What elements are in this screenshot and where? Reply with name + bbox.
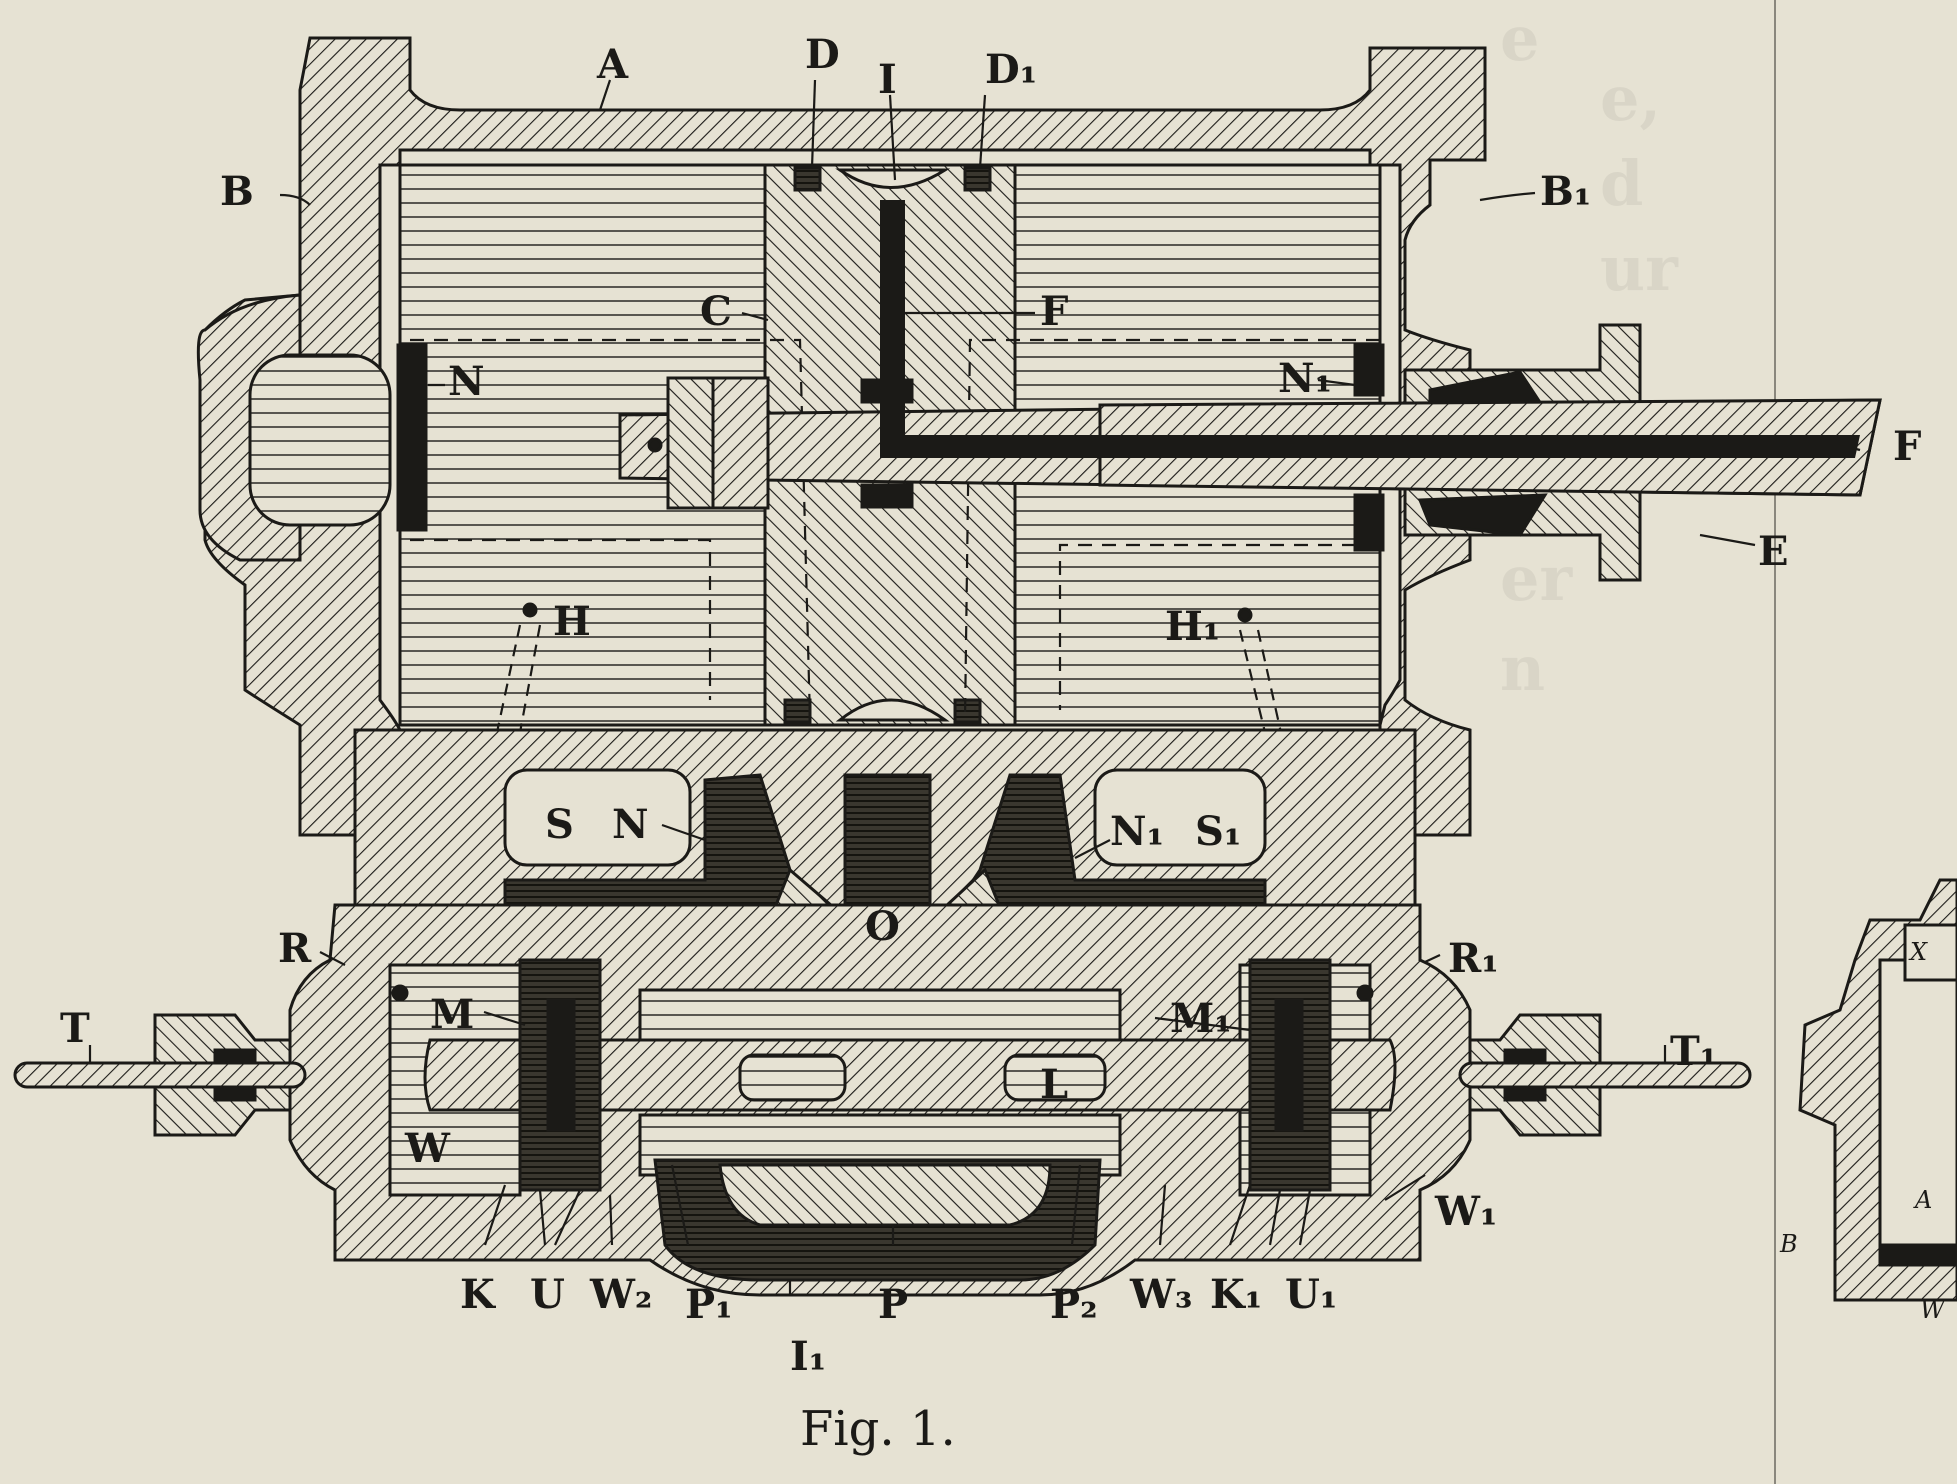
diaphragm-n — [396, 343, 428, 532]
label-m: M — [430, 991, 474, 1038]
screw-right — [1356, 984, 1374, 1002]
svg-text:n: n — [1500, 632, 1545, 705]
label-w3: W₃ — [1129, 1271, 1192, 1318]
label-i1: I₁ — [790, 1333, 826, 1380]
label-n1-mid: N₁ — [1110, 808, 1164, 855]
side-label-w: W — [1920, 1296, 1947, 1324]
cylinder-wall — [203, 36, 1487, 837]
main-cylinder — [196, 36, 1882, 841]
label-d1: D₁ — [985, 46, 1037, 93]
piston-block-bottom — [860, 483, 914, 509]
label-r1: R₁ — [1448, 935, 1499, 982]
valve-spindle-l — [423, 1038, 1397, 1112]
side-view-fragment — [1798, 878, 1957, 1302]
dashed-bores — [410, 338, 1380, 721]
label-m1: M₁ — [1170, 995, 1232, 1042]
ring-lower-right — [953, 698, 982, 724]
label-h: H — [553, 598, 591, 645]
svg-text:d: d — [1600, 147, 1643, 220]
side-view-box-x — [1903, 923, 1957, 982]
ring-d — [793, 166, 822, 192]
valve-space-center-top — [638, 988, 1122, 1047]
label-f-upper: F — [1040, 288, 1068, 335]
label-n-mid: N — [612, 801, 649, 848]
label-u1: U₁ — [1285, 1271, 1337, 1318]
side-label-b: B — [1779, 1230, 1798, 1258]
label-c: C — [700, 288, 732, 335]
valve-piston-m1-core — [1274, 998, 1304, 1132]
spindle-slot-right — [1003, 1053, 1107, 1102]
label-t: T — [60, 1005, 90, 1052]
label-o: O — [865, 903, 900, 950]
label-k: K — [460, 1271, 496, 1318]
rod-pin — [647, 437, 663, 453]
rod-nut-1 — [666, 376, 715, 510]
label-b: B — [220, 168, 254, 215]
valve-piston-m — [518, 958, 602, 1192]
rod-t1 — [1458, 1061, 1752, 1089]
label-p1: P₁ — [685, 1281, 733, 1328]
label-s1: S₁ — [1195, 808, 1241, 855]
side-view-plate-a — [1878, 1243, 1957, 1267]
piston-block-top — [860, 378, 914, 404]
rod-nut-2 — [711, 376, 770, 510]
part-labels: A D I D₁ B B₁ C F N N₁ F E H H₁ S N N₁ S… — [60, 31, 1947, 1380]
port-h — [522, 602, 538, 618]
valve-piston-m-core — [546, 998, 576, 1132]
svg-text:ur: ur — [1600, 232, 1679, 305]
label-w2: W₂ — [589, 1271, 652, 1318]
figure-caption: Fig. 1. — [800, 1401, 956, 1457]
spindle-slot-left — [738, 1053, 847, 1102]
svg-text:er: er — [1500, 542, 1573, 615]
label-l: L — [1040, 1061, 1068, 1108]
label-w: W — [404, 1125, 451, 1172]
ring-d1 — [963, 166, 992, 192]
rod-t — [13, 1061, 307, 1089]
label-w1: W₁ — [1434, 1188, 1497, 1235]
label-r: R — [278, 925, 312, 972]
side-view-cavity — [1878, 958, 1957, 1262]
side-label-a: A — [1913, 1186, 1932, 1214]
left-cover-cavity — [248, 353, 392, 527]
label-n1-right: N₁ — [1278, 355, 1332, 402]
screw-left — [391, 984, 409, 1002]
label-e: E — [1758, 528, 1789, 575]
background-text-block: e e, d ur er n — [1500, 2, 1679, 705]
return-channel-inner — [718, 1163, 1052, 1227]
port-h1 — [1237, 607, 1253, 623]
label-d: D — [805, 31, 840, 78]
label-h1: H₁ — [1165, 603, 1220, 650]
label-f-right: F — [1893, 423, 1921, 470]
label-u: U — [530, 1271, 565, 1318]
chamber-s — [503, 768, 692, 867]
piston-groove-top — [835, 168, 951, 189]
diaphragm-n1-upper — [1353, 343, 1385, 397]
label-s: S — [545, 801, 574, 848]
leader-lines — [88, 79, 1861, 1295]
label-p: P — [878, 1281, 908, 1328]
valve-block — [13, 728, 1752, 1297]
svg-text:e,: e, — [1600, 62, 1661, 135]
label-a: A — [596, 41, 629, 88]
gland-packing-bottom — [1417, 493, 1548, 537]
chamber-s1 — [1093, 768, 1267, 867]
diaphragm-n1-lower — [1353, 493, 1385, 552]
label-k1: K₁ — [1210, 1271, 1262, 1318]
label-n-left: N — [448, 358, 485, 405]
label-i: I — [878, 56, 897, 103]
ring-lower-left — [783, 698, 812, 724]
label-b1: B₁ — [1540, 168, 1591, 215]
label-t1: T₁ — [1670, 1028, 1717, 1075]
side-label-x: X — [1908, 938, 1928, 966]
label-p2: P₂ — [1050, 1281, 1098, 1328]
oil-channel-f-front — [1100, 435, 1860, 458]
svg-text:e: e — [1500, 2, 1539, 75]
piston-groove-bottom — [835, 698, 950, 722]
